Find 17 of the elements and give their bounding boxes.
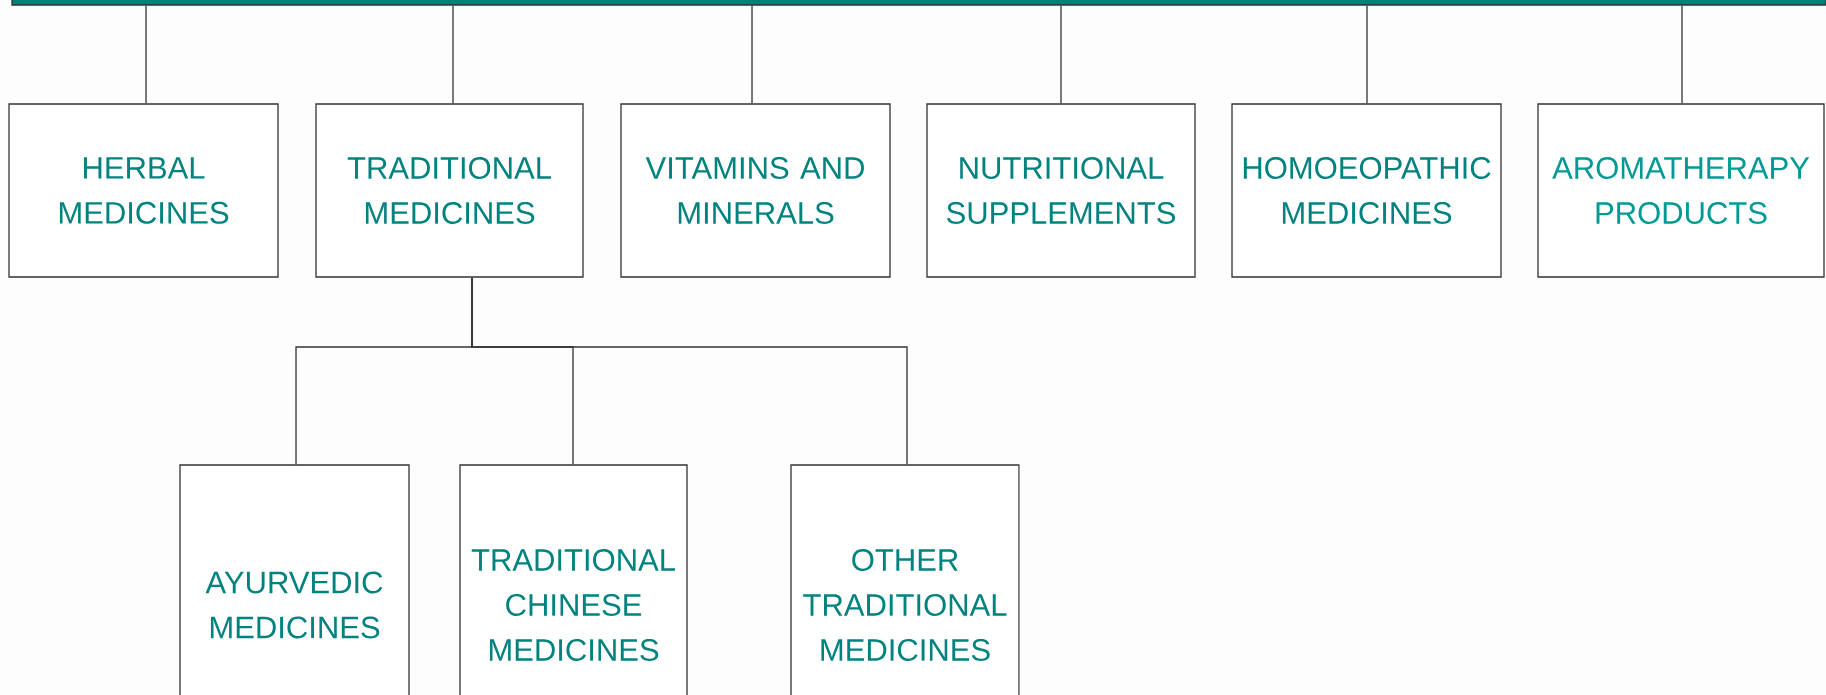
connector-line (1060, 5, 1062, 104)
connector-line (452, 5, 454, 104)
connector-line (1366, 5, 1368, 104)
connector-line (751, 5, 753, 104)
category-box: TRADITIONAL MEDICINES (315, 103, 584, 278)
category-box: OTHER TRADITIONAL MEDICINES (790, 464, 1020, 695)
category-box: HERBAL MEDICINES (8, 103, 279, 278)
category-box: TRADITIONAL CHINESE MEDICINES (459, 464, 688, 695)
category-box: VITAMINS AND MINERALS (620, 103, 891, 278)
category-box: AYURVEDIC MEDICINES (179, 464, 410, 695)
header-bar (11, 0, 1826, 6)
connector-line (1681, 5, 1683, 104)
category-box: HOMOEOPATHIC MEDICINES (1231, 103, 1502, 278)
connector-line (471, 277, 908, 465)
category-box: AROMATHERAPY PRODUCTS (1537, 103, 1825, 278)
connector-line (145, 5, 147, 104)
category-box: NUTRITIONAL SUPPLEMENTS (926, 103, 1196, 278)
